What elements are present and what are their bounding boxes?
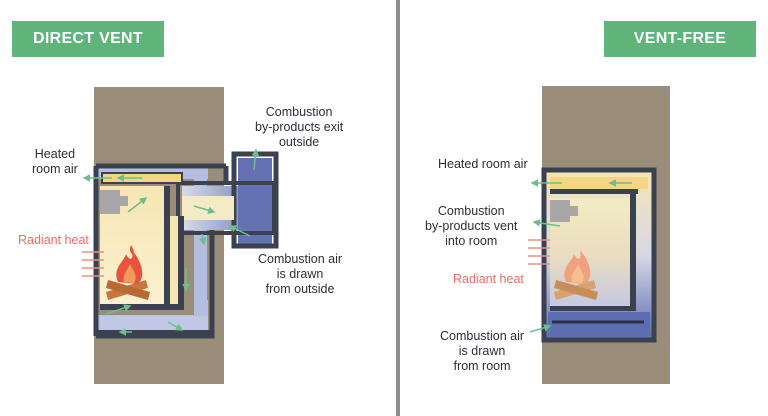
direct-vent-diagram (82, 87, 279, 384)
dv-byproducts-label: Combustion by-products exit outside (255, 105, 344, 149)
vent-free-panel: VENT-FREE (400, 0, 768, 416)
vent-free-title: VENT-FREE (604, 21, 756, 57)
vf-byproducts-label: Combustion by-products vent into room (425, 204, 518, 248)
vent-free-diagram (528, 86, 670, 384)
direct-vent-panel: DIRECT VENT (12, 21, 344, 384)
dv-combustion-air-label: Combustion air is drawn from outside (258, 252, 343, 296)
vent-pipe-vertical (238, 158, 272, 244)
radiant-heat-lines (82, 251, 104, 277)
radiant-heat-lines (528, 239, 550, 265)
firebox-right-wall (164, 186, 170, 304)
bottom-intake-channel (100, 316, 208, 330)
vf-radiant-heat-label: Radiant heat (453, 272, 524, 286)
dv-heated-room-air-label: Heated room air (32, 147, 78, 176)
airflow-arrows (529, 179, 632, 333)
firebox-baffle (100, 190, 120, 214)
heated-air-channel (550, 177, 648, 189)
direct-vent-title: DIRECT VENT (12, 21, 164, 57)
firebox-outline (541, 167, 657, 343)
dv-radiant-heat-label: Radiant heat (18, 233, 89, 247)
firebox-baffle (550, 200, 570, 222)
vf-heated-room-air-label: Heated room air (438, 157, 528, 171)
airflow-arrows (82, 148, 260, 336)
vent-pipe-inner (182, 196, 234, 220)
log-2 (554, 280, 598, 300)
panel-divider (396, 0, 400, 416)
log-2 (106, 280, 150, 300)
bottom-vent-channel (548, 312, 650, 336)
firebox-outline (93, 163, 229, 339)
firebox-right-wall (630, 194, 636, 308)
vf-combustion-air-label: Combustion air is drawn from room (440, 329, 525, 373)
inner-channel (170, 216, 178, 304)
